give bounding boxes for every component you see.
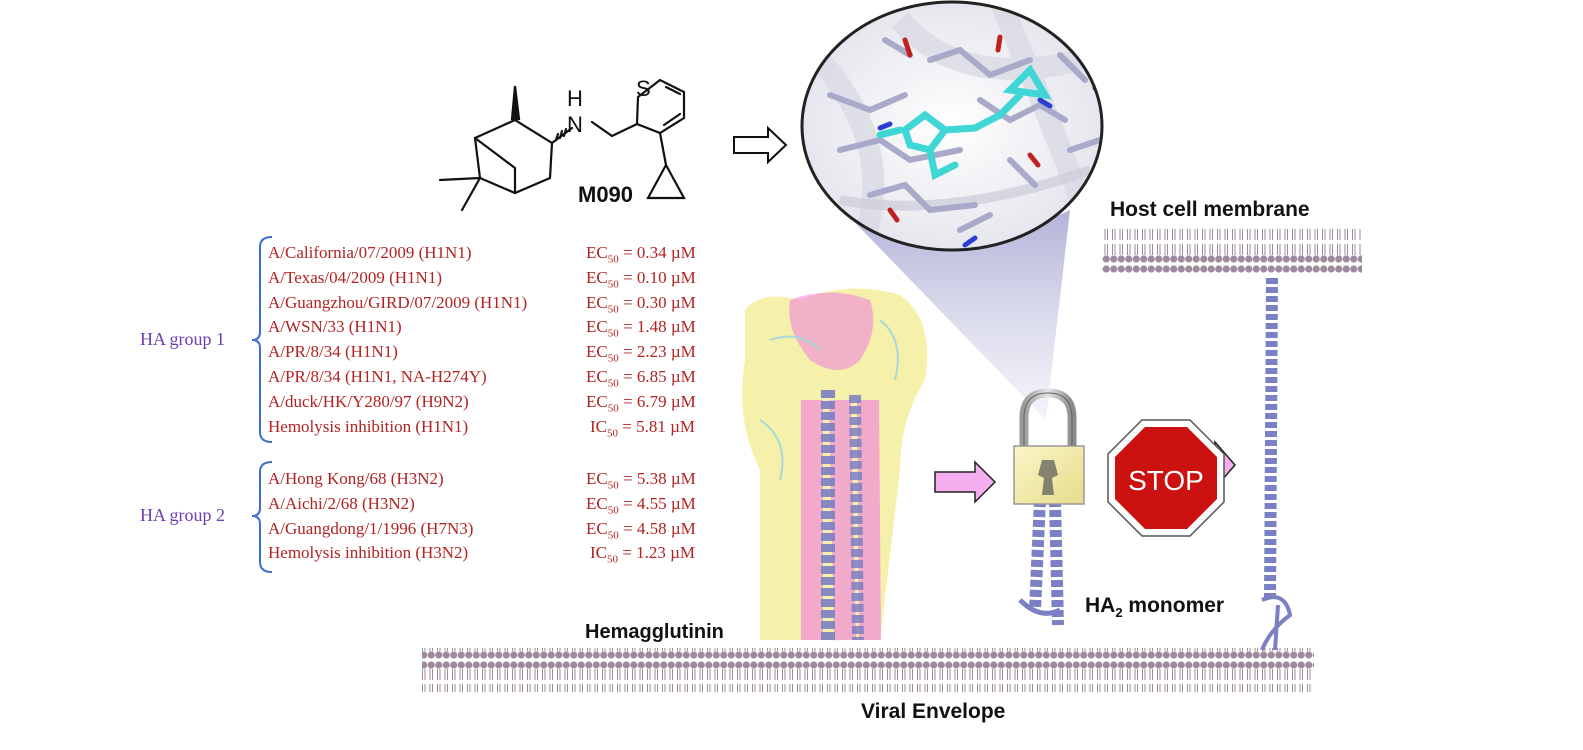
open-arrow-icon (733, 125, 788, 165)
viral-envelope-membrane (422, 648, 1314, 692)
strain-name: Hemolysis inhibition (H1N1) (268, 416, 469, 436)
sulfur-atom: S (636, 76, 651, 101)
activity-value: EC50 = 4.58 µM (586, 518, 696, 541)
strain-name: Hemolysis inhibition (H3N2) (268, 543, 469, 563)
ha2-extended-monomer (1260, 277, 1293, 651)
zoom-cone (838, 205, 1070, 420)
activity-value: EC50 = 0.30 µM (586, 292, 696, 315)
activity-value: EC50 = 4.55 µM (586, 493, 696, 517)
ha2-monomer-label: HA2 monomer (1085, 594, 1225, 621)
strain-name: A/duck/HK/Y280/97 (H9N2) (268, 391, 469, 411)
viral-envelope-label: Viral Envelope (861, 700, 1006, 723)
hydrogen-atom: H (567, 86, 583, 111)
strain-name: A/PR/8/34 (H1N1, NA-H274Y) (268, 367, 487, 386)
host-membrane-label: Host cell membrane (1110, 198, 1310, 221)
lock-icon (1013, 388, 1085, 505)
hemagglutinin-label: Hemagglutinin (585, 621, 724, 643)
activity-value: EC50 = 0.34 µM (586, 243, 696, 266)
ligand-m090-3d (876, 64, 1052, 181)
activity-value: EC50 = 5.38 µM (586, 469, 696, 492)
strain-name: A/Aichi/2/68 (H3N2) (268, 493, 415, 513)
binding-site-lens (800, 0, 1104, 252)
strain-name: A/Texas/04/2009 (H1N1) (268, 267, 442, 287)
compound-name: M090 (578, 182, 634, 207)
strain-name: A/WSN/33 (H1N1) (268, 317, 402, 337)
activity-value: EC50 = 6.79 µM (586, 391, 696, 415)
stop-sign-text: STOP (1128, 465, 1204, 496)
host-cell-membrane (1102, 229, 1362, 273)
stop-sign-icon (1107, 419, 1225, 537)
group1-bracket (251, 236, 273, 443)
strain-name: A/California/07/2009 (H1N1) (268, 243, 472, 262)
ha-group-1-label: HA group 1 (140, 329, 225, 349)
activity-value: IC50 = 1.23 µM (590, 543, 695, 566)
activity-value: IC50 = 5.81 µM (590, 416, 695, 439)
activity-value: EC50 = 6.85 µM (586, 367, 696, 390)
activity-value: EC50 = 0.10 µM (586, 267, 696, 291)
nitrogen-atom: N (567, 112, 583, 137)
m090-structure (438, 78, 686, 212)
ha2-locked-monomer (1018, 499, 1064, 626)
activity-value: EC50 = 1.48 µM (586, 317, 696, 340)
strain-name: A/Guangzhou/GIRD/07/2009 (H1N1) (268, 292, 528, 312)
group2-bracket (251, 461, 273, 573)
ha-group-2-label: HA group 2 (140, 505, 225, 525)
strain-name: A/PR/8/34 (H1N1) (268, 342, 398, 362)
hemagglutinin-trimer (742, 288, 928, 641)
pink-arrow-icon (934, 460, 997, 504)
strain-name: A/Guangdong/1/1996 (H7N3) (268, 518, 474, 538)
activity-value: EC50 = 2.23 µM (586, 342, 696, 365)
strain-name: A/Hong Kong/68 (H3N2) (268, 469, 444, 488)
